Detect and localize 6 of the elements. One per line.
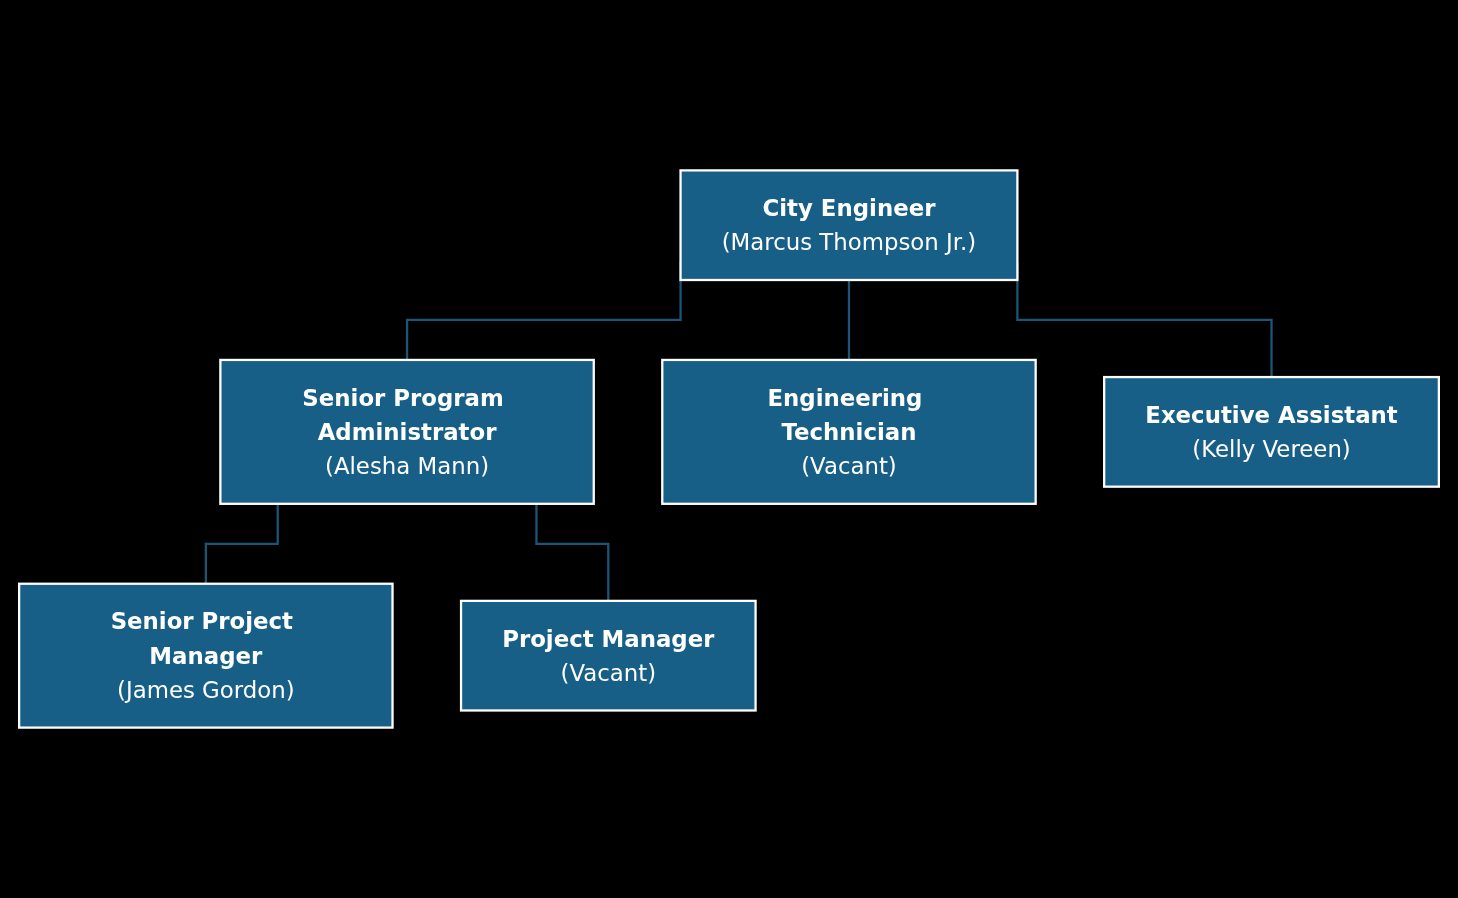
node-box: Senior Program Administrator (Alesha Mann): [219, 358, 595, 505]
node-box: Engineering Technician (Vacant): [661, 358, 1037, 505]
node-box: City Engineer (Marcus Thompson Jr.): [679, 169, 1019, 282]
node-box: Senior Project Manager (James Gordon): [18, 582, 394, 729]
node-box: Project Manager (Vacant): [459, 599, 757, 712]
node-box: Executive Assistant (Kelly Vereen): [1103, 375, 1440, 488]
